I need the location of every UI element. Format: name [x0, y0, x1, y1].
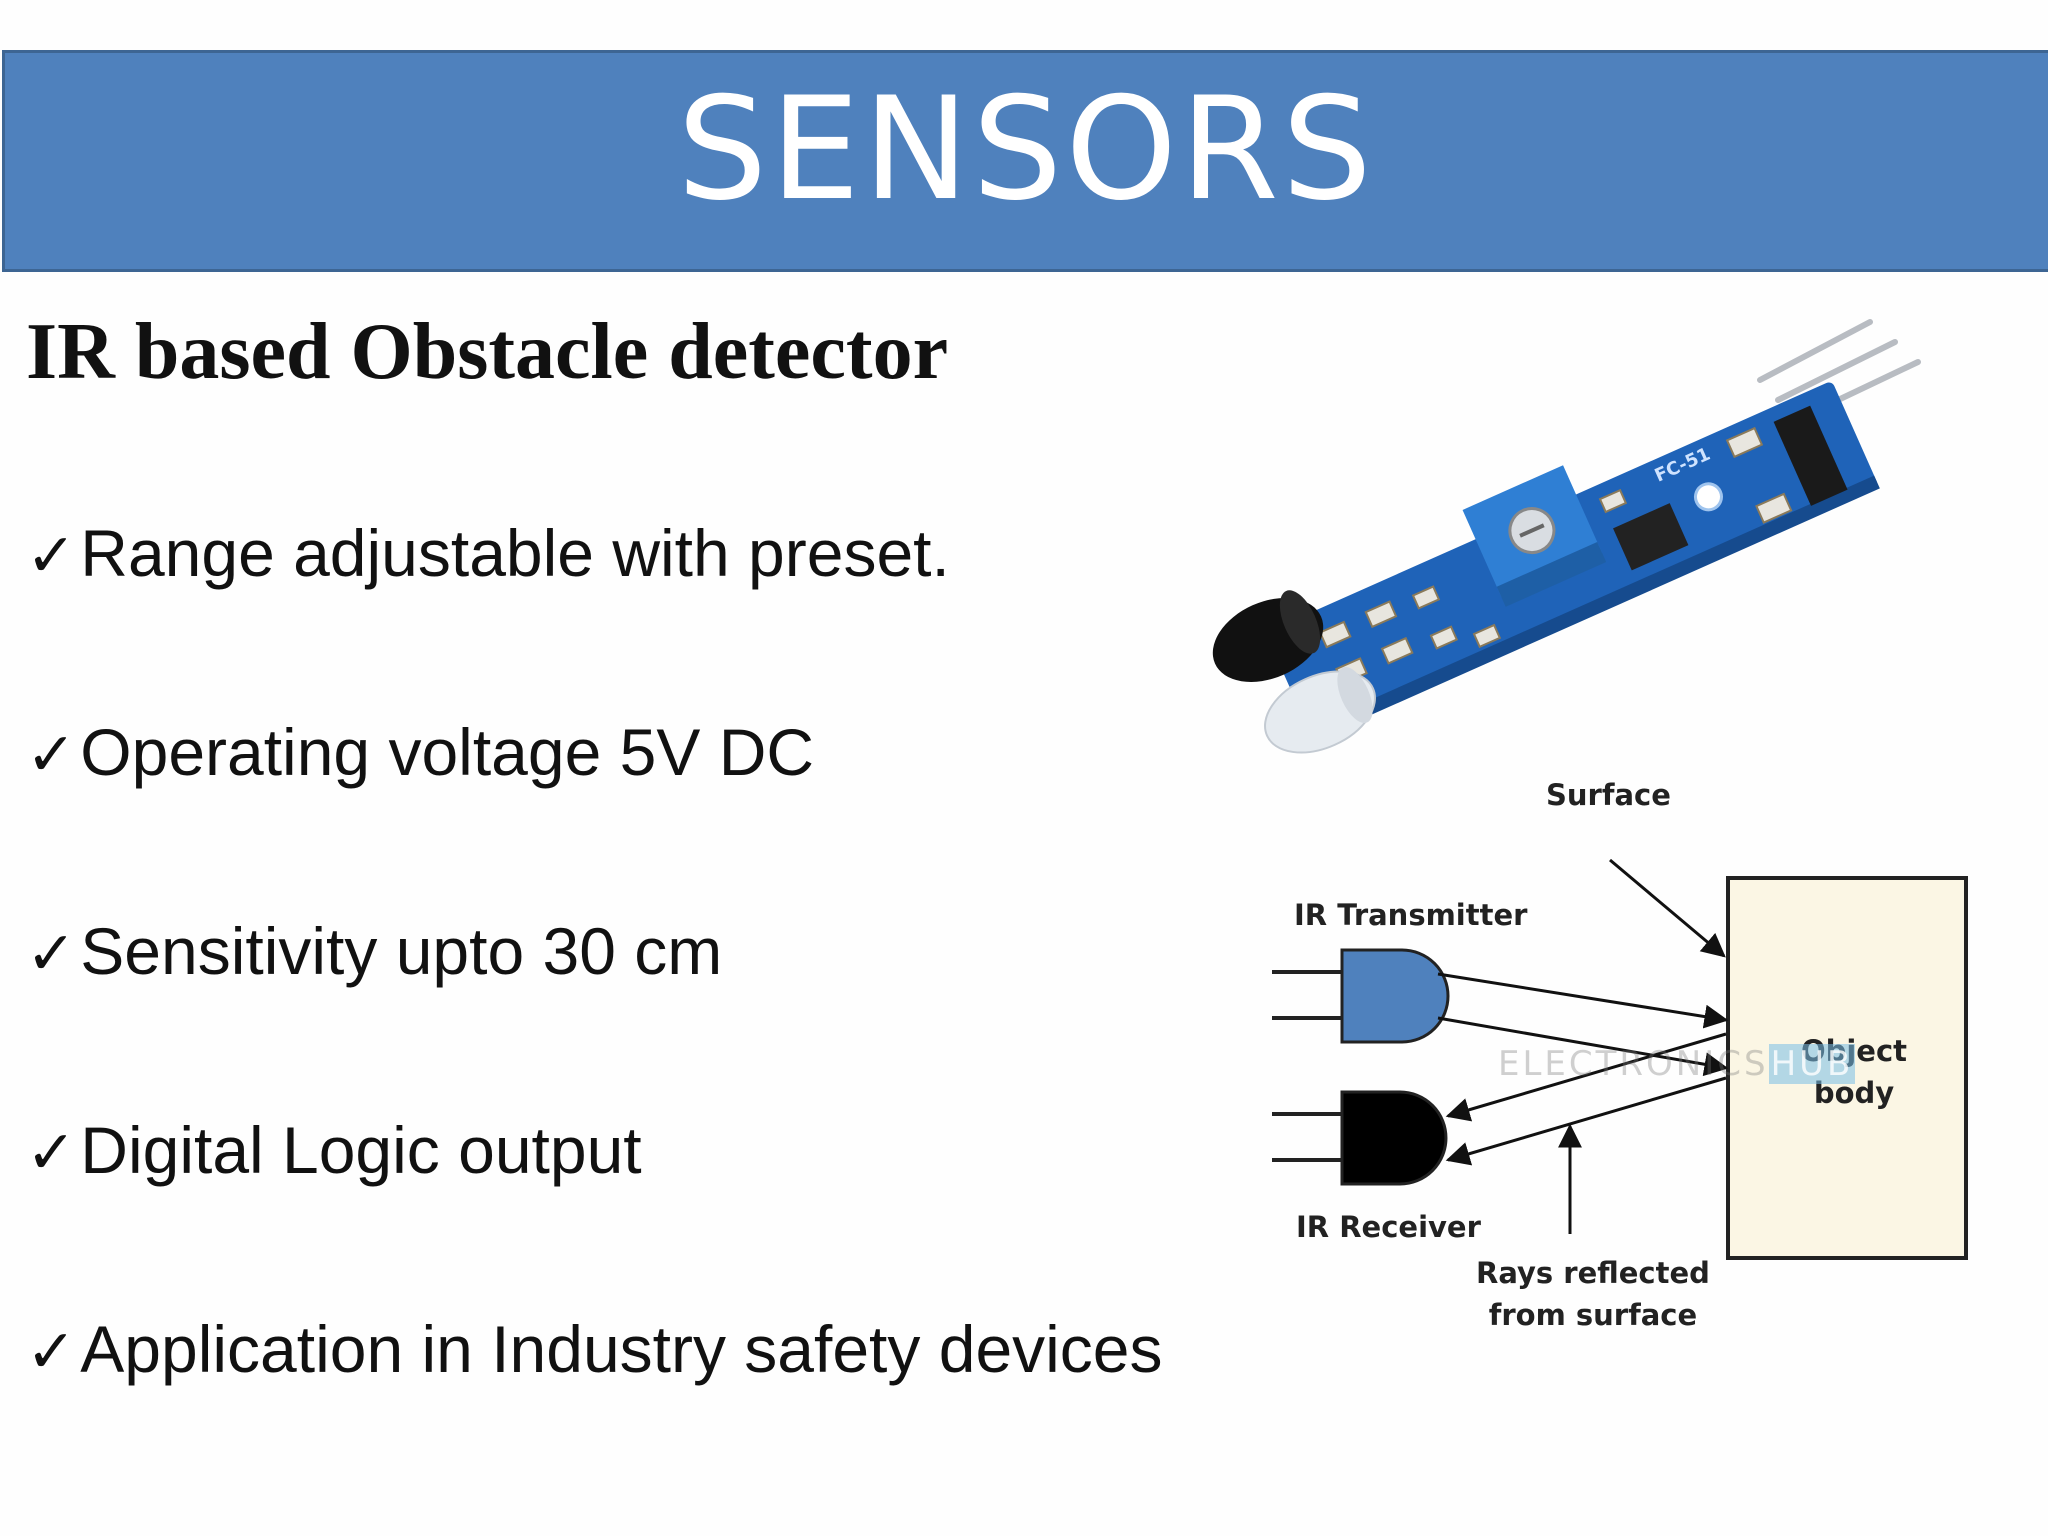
- bullet-text: Digital Logic output: [80, 1113, 642, 1187]
- slide-subtitle: IR based Obstacle detector: [26, 308, 949, 396]
- bullet-item: ✓Sensitivity upto 30 cm: [26, 918, 722, 984]
- checkmark-icon: ✓: [26, 720, 77, 790]
- ir-receiver-label: IR Receiver: [1296, 1210, 1481, 1244]
- ir-transmitter-label: IR Transmitter: [1294, 898, 1528, 932]
- ir-sensor-module-image: FC-51: [1212, 319, 1921, 754]
- checkmark-icon: ✓: [26, 1118, 77, 1188]
- bullet-item: ✓Digital Logic output: [26, 1117, 642, 1183]
- ir-transmitter-led-icon: [1264, 667, 1376, 754]
- ir-rays: [1437, 858, 1729, 1234]
- surface-label: Surface: [1546, 778, 1671, 812]
- checkmark-icon: ✓: [26, 1317, 77, 1387]
- ir-receiver-led-icon: [1212, 590, 1324, 682]
- ir-transmitter-symbol-icon: [1272, 948, 1450, 1044]
- bullet-text: Range adjustable with preset.: [80, 516, 950, 590]
- checkmark-icon: ✓: [26, 521, 77, 591]
- title-bar: [2, 50, 2048, 272]
- bullet-item: ✓Operating voltage 5V DC: [26, 719, 814, 785]
- watermark: ELECTRONICSHUB: [1498, 1044, 1856, 1084]
- checkmark-icon: ✓: [26, 919, 77, 989]
- bullet-text: Operating voltage 5V DC: [80, 715, 815, 789]
- slide-title: SENSORS: [677, 67, 1375, 232]
- rays-reflected-label: Rays reflected from surface: [1476, 1256, 1710, 1333]
- ir-receiver-symbol-icon: [1272, 1090, 1448, 1186]
- bullet-text: Application in Industry safety devices: [80, 1312, 1163, 1386]
- bullet-item: ✓Range adjustable with preset.: [26, 520, 950, 586]
- bullet-item: ✓Application in Industry safety devices: [26, 1316, 1163, 1382]
- bullet-text: Sensitivity upto 30 cm: [80, 914, 723, 988]
